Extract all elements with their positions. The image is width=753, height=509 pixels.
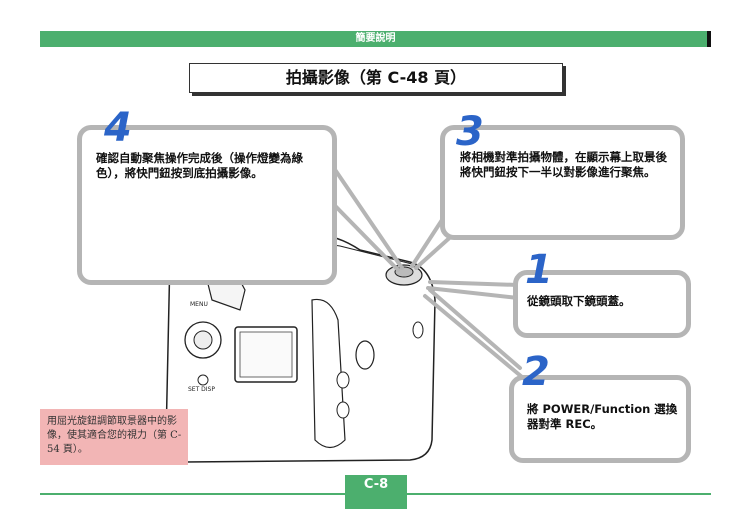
callout-step-2 <box>509 375 691 463</box>
step-2-number: 2 <box>522 349 550 395</box>
step-2-text: 將 POWER/Function 選換器對準 REC。 <box>527 402 678 431</box>
note-text: 用屈光旋鈕調節取景器中的影像，使其適合您的視力（第 C-54 頁）。 <box>47 416 182 455</box>
note-box: 用屈光旋鈕調節取景器中的影像，使其適合您的視力（第 C-54 頁）。 <box>40 409 188 465</box>
step-1-number: 1 <box>525 247 553 293</box>
header-bar: 簡要說明 <box>40 31 711 47</box>
page-number-box: C-8 <box>345 475 407 509</box>
camera-set-disp-label: SET DISP <box>188 386 215 393</box>
header-right-tick <box>707 31 711 47</box>
callout-step-3 <box>440 125 685 240</box>
page-number: C-8 <box>363 477 389 492</box>
section-title-box: 拍攝影像（第 C-48 頁） <box>189 63 563 93</box>
step-3-text: 將相機對準拍攝物體，在顯示幕上取景後將快門鈕按下一半以對影像進行聚焦。 <box>460 150 667 179</box>
callout-step-1 <box>513 270 691 338</box>
step-3-number: 3 <box>456 109 484 155</box>
camera-menu-label: MENU <box>190 301 208 308</box>
step-4-number: 4 <box>104 105 132 151</box>
step-4-text: 確認自動聚焦操作完成後（操作燈變為綠色），將快門鈕按到底拍攝影像。 <box>96 151 303 180</box>
section-title: 拍攝影像（第 C-48 頁） <box>285 68 467 87</box>
step-1-text: 從鏡頭取下鏡頭蓋。 <box>527 294 631 308</box>
header-label: 簡要說明 <box>355 33 396 44</box>
callout-step-4 <box>77 125 337 285</box>
